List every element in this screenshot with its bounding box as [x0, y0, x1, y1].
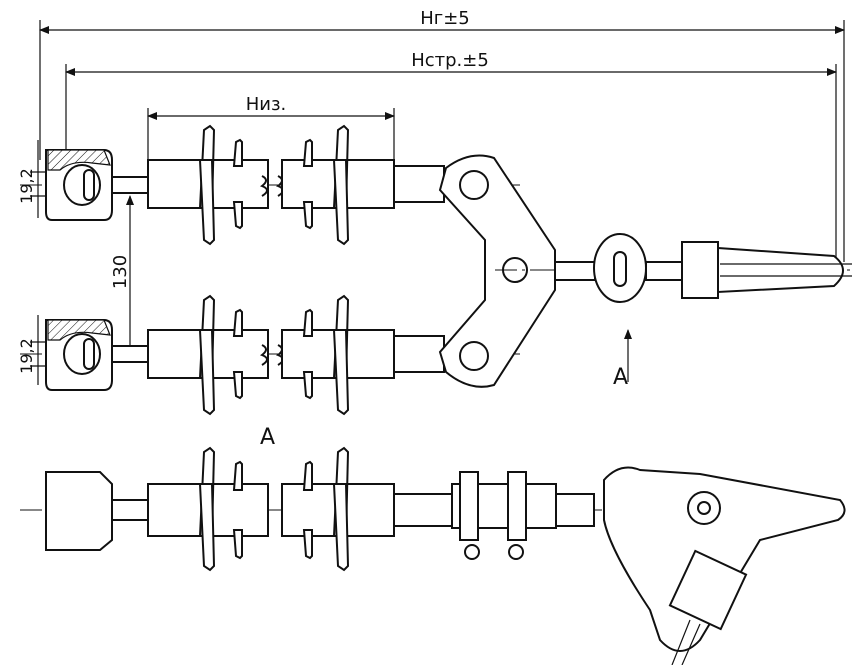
view-arrow-label: A [613, 365, 628, 390]
eye-lower-label: 19,2 [17, 338, 36, 374]
view-arrow-group: A [613, 329, 632, 390]
overall-length-label: Hг±5 [420, 8, 470, 29]
view-title: A [260, 425, 275, 450]
dimension-spacing: 130 [110, 195, 134, 356]
spacing-label: 130 [110, 255, 131, 289]
dimension-overall: Hг±5 [39, 8, 845, 262]
eye-upper-label: 19,2 [17, 168, 36, 204]
lower-insulator-string [20, 294, 520, 416]
insulation-length-label: Hиз. [246, 94, 287, 115]
dimension-eye-upper: 19,2 [17, 140, 112, 218]
yoke-plate [438, 154, 556, 388]
construction-length-label: Hстр.±5 [411, 50, 489, 71]
clamp-assembly [540, 233, 854, 303]
upper-insulator-string [20, 124, 520, 246]
dimension-construction: Hстр.±5 [65, 50, 837, 262]
bottom-view [20, 446, 846, 665]
dimension-insulation: Hиз. [147, 94, 395, 162]
